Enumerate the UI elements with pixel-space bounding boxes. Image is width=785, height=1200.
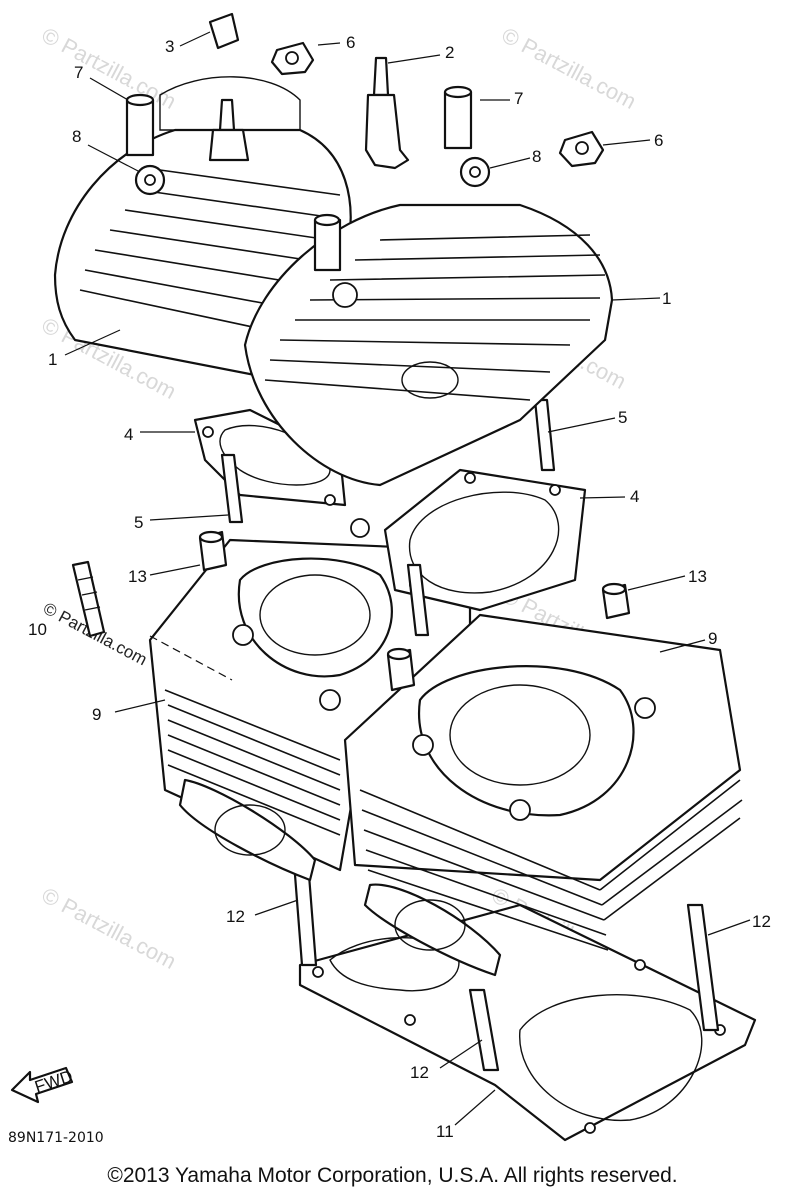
callout-10: 10 [28, 620, 47, 639]
cylinder-right [343, 613, 743, 977]
callouts: 3 6 2 7 7 8 8 6 1 1 4 5 5 4 13 13 10 9 9… [28, 33, 771, 1141]
callout-12-left: 12 [226, 907, 245, 926]
cylinder-head-right [243, 203, 614, 487]
copyright-notice: ©2013 Yamaha Motor Corporation, U.S.A. A… [107, 1164, 678, 1187]
cap [208, 12, 240, 50]
callout-1-right: 1 [662, 289, 671, 308]
watermark-1: © Partzilla.com [38, 22, 181, 114]
fwd-label: FWD [32, 1067, 75, 1097]
base-gasket [298, 903, 757, 1142]
callout-11: 11 [436, 1122, 454, 1141]
callout-4-right: 4 [630, 487, 639, 506]
base-studs [292, 860, 720, 1072]
callout-3: 3 [165, 37, 174, 56]
callout-6-top: 6 [346, 33, 355, 52]
head-studs [220, 398, 556, 637]
callout-4-left: 4 [124, 425, 133, 444]
callout-8-right: 8 [532, 147, 541, 166]
fwd-arrow-icon: FWD [10, 1067, 75, 1104]
callout-2: 2 [445, 43, 454, 62]
bolt [71, 560, 106, 638]
callout-13-left: 13 [128, 567, 147, 586]
callout-12-bottom: 12 [410, 1063, 429, 1082]
washers [134, 156, 491, 196]
spark-plugs [208, 56, 410, 170]
watermark-6: © Partzilla.com [38, 882, 181, 974]
callout-5-right: 5 [618, 408, 627, 427]
diagram-code: 89N171-2010 [8, 1130, 104, 1146]
callout-9-left: 9 [92, 705, 101, 724]
callout-7-left: 7 [74, 63, 83, 82]
flange-nuts [270, 41, 605, 168]
leader-lines [64, 31, 751, 1126]
collars [125, 85, 473, 272]
callout-5-left: 5 [134, 513, 143, 532]
callout-13-right: 13 [688, 567, 707, 586]
callout-1-left: 1 [48, 350, 57, 369]
cylinder-nuts [198, 530, 631, 692]
callout-8-left: 8 [72, 127, 81, 146]
callout-7-right: 7 [514, 89, 523, 108]
callout-9-right: 9 [708, 629, 717, 648]
callout-12-right: 12 [752, 912, 771, 931]
callout-6-right: 6 [654, 131, 663, 150]
